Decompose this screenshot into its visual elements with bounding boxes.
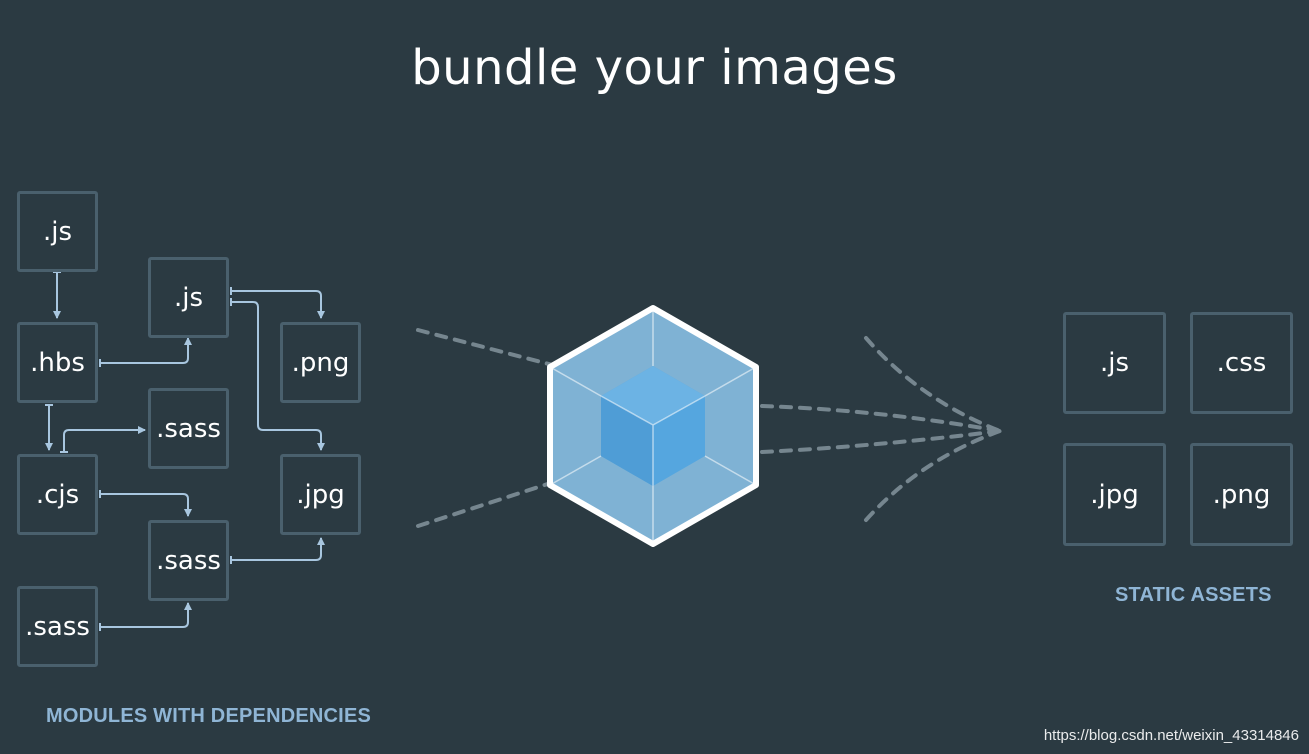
asset-box-js: .js: [1063, 312, 1166, 414]
arrow-cjs-to-sass-center: [100, 493, 192, 517]
asset-box-png: .png: [1190, 443, 1293, 546]
dependency-arrows: [45, 271, 325, 631]
assets-caption: STATIC ASSETS: [1115, 584, 1272, 606]
module-box-sass-center: .sass: [148, 520, 229, 601]
module-box-cjs: .cjs: [17, 454, 98, 535]
arrow-sass-bottom-to-sass: [100, 602, 192, 628]
flow-out-lower-curve: [864, 429, 1002, 522]
modules-caption: MODULES WITH DEPENDENCIES: [46, 705, 372, 727]
module-box-js-top: .js: [17, 191, 98, 272]
flow-in-bottom: [416, 478, 562, 528]
module-box-hbs: .hbs: [17, 322, 98, 403]
flow-out-bottom: [760, 429, 1002, 454]
flow-out-top: [760, 404, 1002, 433]
module-box-sass-top: .sass: [148, 388, 229, 469]
flow-lines: [416, 328, 1002, 528]
webpack-cube-icon: [547, 305, 759, 547]
module-box-js: .js: [148, 257, 229, 338]
asset-box-jpg: .jpg: [1063, 443, 1166, 546]
module-box-png: .png: [280, 322, 361, 403]
flow-out-upper-curve: [864, 336, 1002, 433]
module-box-sass-bottom: .sass: [17, 586, 98, 667]
watermark-url: https://blog.csdn.net/weixin_43314846: [1043, 727, 1299, 744]
arrow-cjs-to-sass: [63, 426, 146, 452]
arrow-sass-to-jpg: [231, 537, 325, 561]
module-box-jpg: .jpg: [280, 454, 361, 535]
arrow-js-to-png: [231, 290, 325, 319]
arrow-hbs-to-js: [100, 337, 192, 364]
asset-box-css: .css: [1190, 312, 1293, 414]
page-title: bundle your images: [411, 40, 898, 96]
arrow-js-to-jpg: [231, 301, 325, 451]
